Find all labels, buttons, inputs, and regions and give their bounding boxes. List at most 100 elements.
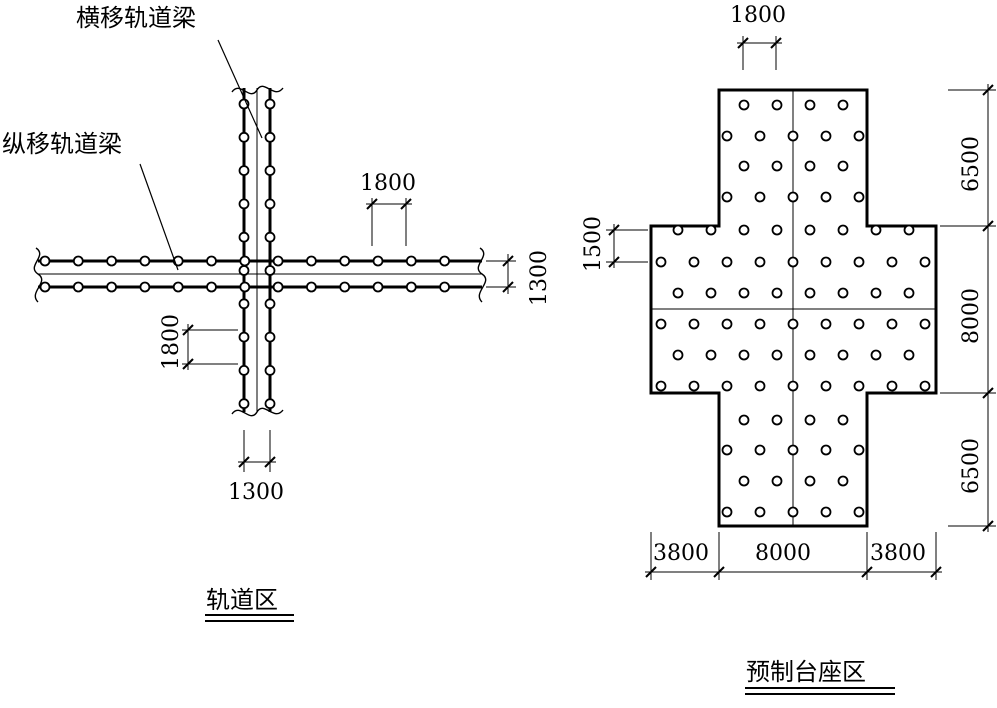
- pedestal-bolt: [804, 99, 816, 111]
- dim-bottom-tick-1: [238, 456, 250, 468]
- break-line-right: [477, 247, 487, 303]
- pedestal-bolt: [721, 444, 733, 456]
- pedestal-bolt: [771, 160, 783, 172]
- pedestal-bolt: [870, 224, 882, 236]
- pedestal-bolt: [853, 256, 865, 268]
- pedestal-bolt: [738, 224, 750, 236]
- track-bolt: [305, 281, 317, 293]
- pedestal-bolt: [820, 256, 832, 268]
- pedestal-bolt: [738, 287, 750, 299]
- pedestal-bolt: [754, 191, 766, 203]
- track-bolt: [439, 281, 451, 293]
- pedestal-bolt: [672, 287, 684, 299]
- track-bolt: [264, 265, 276, 276]
- track-bolt: [264, 331, 276, 343]
- pedestal-bolt: [820, 506, 832, 518]
- pedestal-bolt: [721, 191, 733, 203]
- pedestal-bolt: [804, 414, 816, 426]
- ped-dim-right-tick-1: [982, 84, 994, 96]
- ped-dim-bottom-tick-2: [713, 566, 725, 578]
- track-bolt: [238, 364, 250, 376]
- dim-bottom-tick-2: [264, 456, 276, 468]
- pedestal-bolt: [721, 380, 733, 392]
- ped-dim-right-tick-2: [982, 220, 994, 232]
- track-bolts: [39, 98, 451, 410]
- track-bolt: [264, 131, 276, 143]
- pedestal-bolt: [886, 380, 898, 392]
- track-bolt: [264, 231, 276, 243]
- pedestal-bolt: [787, 380, 799, 392]
- track-bolt: [238, 131, 250, 143]
- track-bolt: [264, 298, 276, 310]
- pedestal-bolt: [853, 191, 865, 203]
- dim-right-tick-1: [502, 255, 514, 267]
- track-bolt: [264, 364, 276, 376]
- pedestal-bolt: [804, 224, 816, 236]
- pedestal-bolt: [655, 380, 667, 392]
- track-bolt: [39, 281, 51, 293]
- track-bolt: [139, 281, 151, 293]
- pedestal-bolt: [672, 349, 684, 361]
- ped-dim-bottom-tick-4: [930, 566, 942, 578]
- track-bolt: [238, 231, 250, 243]
- dim-right-tick-2: [502, 281, 514, 293]
- pedestal-bolt: [837, 160, 849, 172]
- pedestal-bolt: [705, 287, 717, 299]
- track-bolt: [405, 281, 417, 293]
- pedestal-bolt: [787, 256, 799, 268]
- pedestal-bolt: [804, 475, 816, 487]
- track-bolt: [439, 255, 451, 267]
- dim-spacing-top-text: 1800: [360, 171, 416, 196]
- longitudinal-beam-leader: [139, 163, 179, 271]
- transverse-beam-label: 横移轨道梁: [76, 4, 196, 32]
- pedestal-bolt: [672, 224, 684, 236]
- dim-rail-gap-bottom-text: 1300: [228, 480, 284, 505]
- pedestal-bolt: [688, 380, 700, 392]
- track-bolt: [305, 255, 317, 267]
- pedestal-bolt: [787, 318, 799, 330]
- track-bolt: [239, 255, 251, 267]
- pedestal-area-title: 预制台座区: [746, 658, 866, 686]
- ped-dim-right-arm-text: 3800: [870, 541, 926, 566]
- pedestal-area: [606, 36, 996, 695]
- pedestal-bolt: [837, 224, 849, 236]
- track-bolt: [238, 331, 250, 343]
- track-bolt: [238, 165, 250, 177]
- pedestal-bolt: [853, 444, 865, 456]
- pedestal-bolt: [655, 318, 667, 330]
- track-bolt: [106, 281, 117, 293]
- track-bolt: [39, 255, 51, 267]
- track-bolt: [264, 165, 276, 177]
- pedestal-bolt: [820, 318, 832, 330]
- pedestal-bolt: [787, 444, 799, 456]
- pedestal-bolt: [870, 349, 882, 361]
- pedestal-bolt: [721, 256, 733, 268]
- pedestal-bolt: [655, 256, 667, 268]
- pedestal-bolt: [837, 99, 849, 111]
- pedestal-bolt: [771, 287, 783, 299]
- pedestal-bolt: [903, 287, 915, 299]
- pedestal-bolt: [754, 506, 766, 518]
- track-bolt: [238, 298, 250, 310]
- pedestal-bolt: [903, 349, 915, 361]
- track-bolt: [372, 281, 384, 293]
- pedestal-bolt: [771, 414, 783, 426]
- track-bolt: [272, 255, 284, 267]
- pedestal-bolt: [688, 256, 700, 268]
- break-line-bottom: [231, 407, 284, 417]
- pedestal-bolt: [754, 130, 766, 142]
- pedestal-bolt: [787, 191, 799, 203]
- pedestal-bolt: [738, 475, 750, 487]
- dim-left-tick-1: [182, 324, 194, 336]
- track-bolt: [264, 398, 276, 410]
- pedestal-bolt: [738, 349, 750, 361]
- track-bolt: [172, 281, 184, 293]
- pedestal-bolt: [738, 99, 750, 111]
- dim-left-tick-2: [182, 358, 194, 370]
- pedestal-bolt: [771, 99, 783, 111]
- track-bolt: [206, 255, 217, 267]
- pedestal-bolt: [738, 160, 750, 172]
- pedestal-bolts: [655, 99, 931, 518]
- break-line-left: [33, 247, 43, 303]
- ped-dim-right-tick-4: [982, 520, 994, 532]
